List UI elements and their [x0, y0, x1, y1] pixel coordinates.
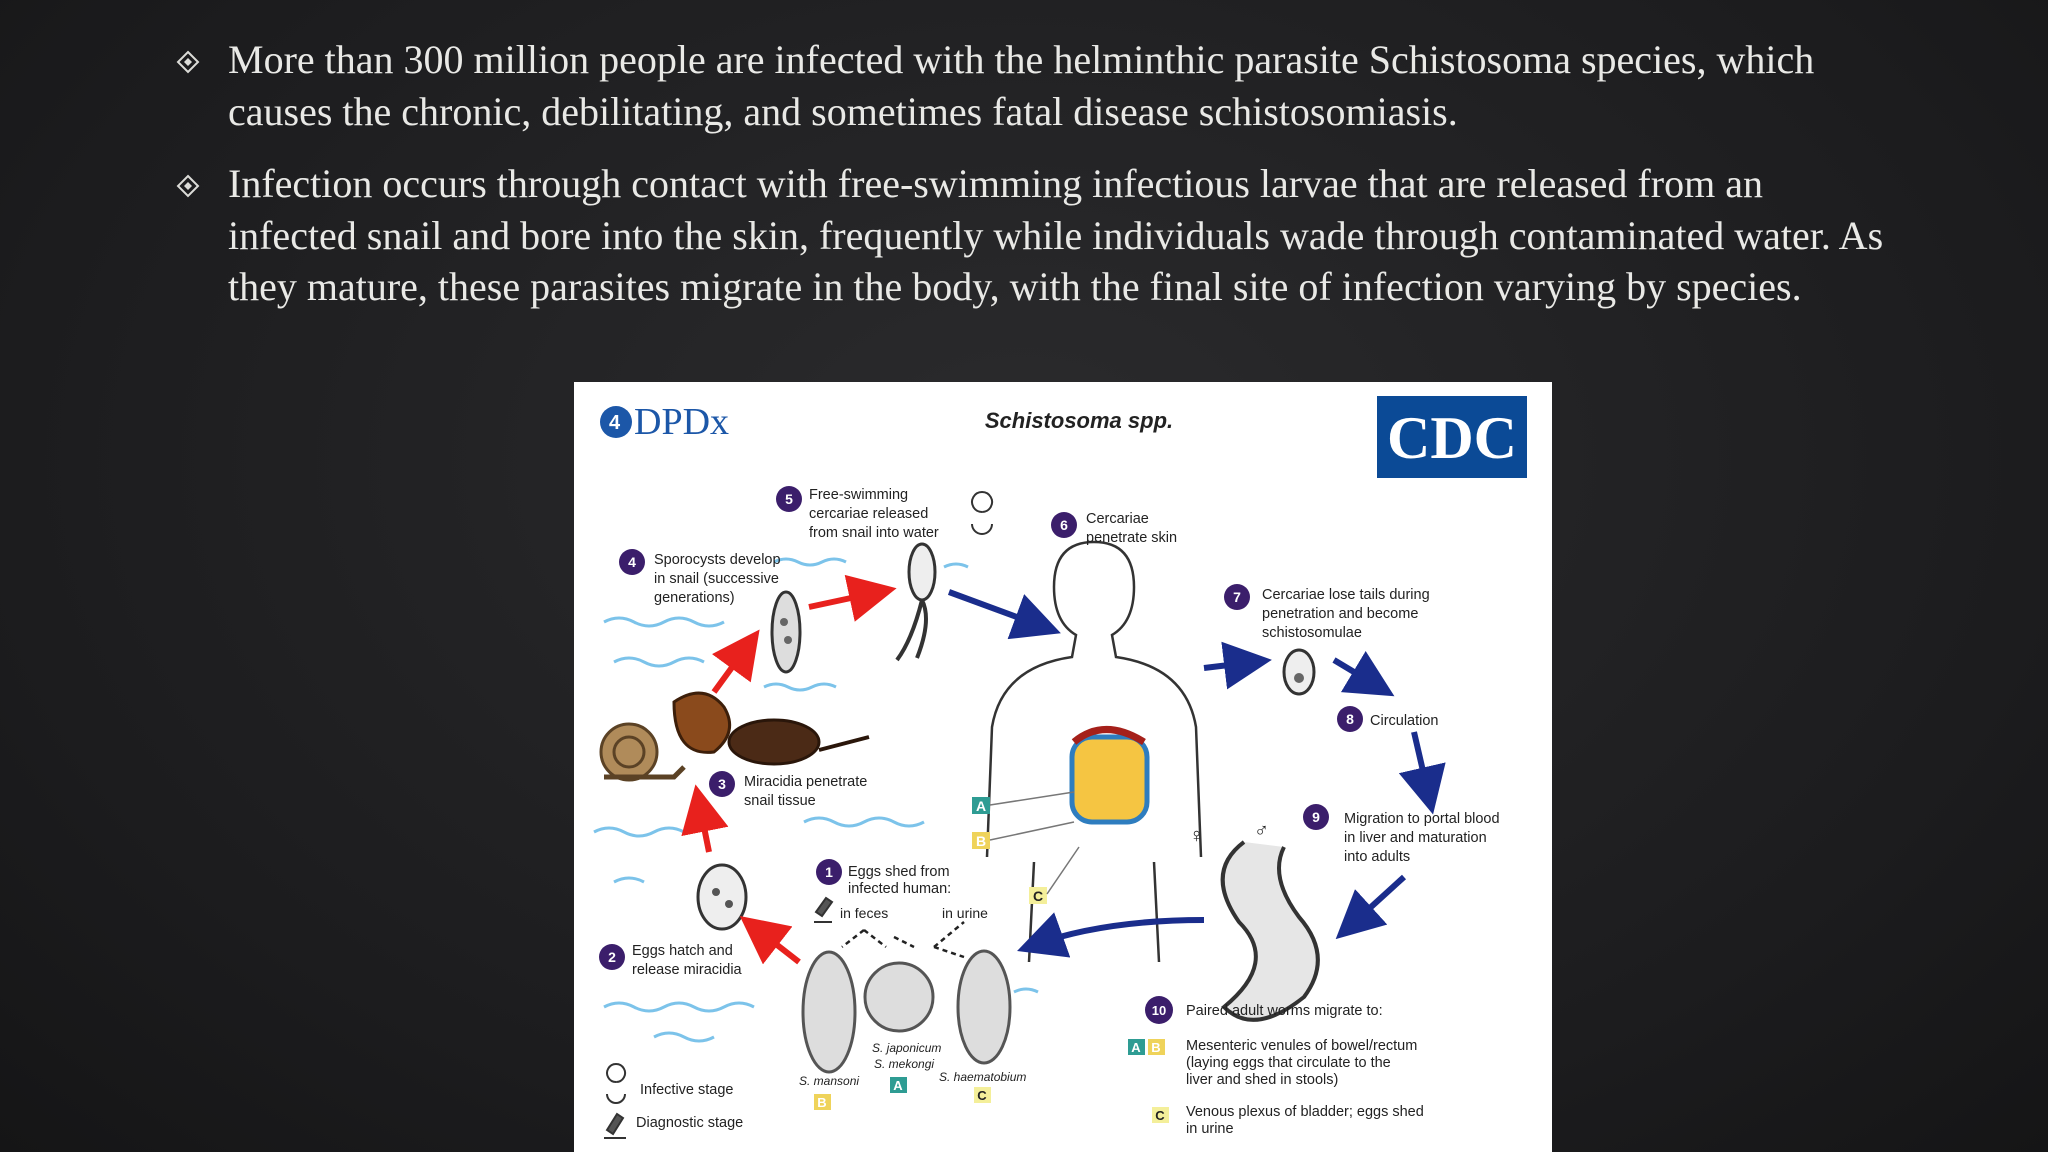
step-2-label: Eggs hatch and release miracidia: [632, 943, 743, 978]
badge-b: B: [976, 833, 986, 849]
step-7-number: 7: [1233, 589, 1241, 605]
ab-note: Mesenteric venules of bowel/rectum (layi…: [1186, 1038, 1421, 1088]
water-waves: [593, 557, 1059, 1043]
note-badge-c: C: [1155, 1108, 1165, 1123]
step-1: 1 Eggs shed from infected human: in fece…: [814, 859, 988, 923]
note-badge-b: B: [1151, 1040, 1160, 1055]
step-1-label: Eggs shed from infected human:: [848, 864, 954, 897]
cdc-logo-text: CDC: [1387, 405, 1517, 471]
red-arrows: [681, 574, 897, 965]
step-2: 2 Eggs hatch and release miracidia: [599, 943, 743, 978]
egg-label-mansoni: S. mansoni: [799, 1074, 859, 1088]
step-10: 10 Paired adult worms migrate to: A B Me…: [1128, 996, 1428, 1137]
egg-label-haematobium: S. haematobium: [939, 1070, 1026, 1084]
diamond-bullet-icon: [176, 174, 200, 198]
life-cycle-diagram: 4 DPDx Schistosoma spp. CDC: [574, 382, 1552, 1152]
step-9-label: Migration to portal blood in liver and m…: [1344, 811, 1504, 865]
bullet-item: More than 300 million people are infecte…: [176, 34, 1896, 137]
dpdx-logo-text: DPDx: [634, 401, 729, 443]
note-badge-a: A: [1131, 1040, 1141, 1055]
step-5-number: 5: [785, 491, 793, 507]
female-symbol: ♀: [1189, 825, 1204, 847]
step-9-number: 9: [1312, 809, 1320, 825]
biohazard-icon: [971, 491, 994, 535]
step-8-number: 8: [1346, 711, 1354, 727]
step-7-label: Cercariae lose tails during penetration …: [1262, 587, 1434, 641]
cercaria-illustration: [895, 542, 937, 662]
step-4-number: 4: [628, 554, 636, 570]
life-cycle-svg: 4 DPDx Schistosoma spp. CDC: [593, 396, 1527, 1139]
egg-badge-a: A: [893, 1078, 903, 1093]
egg-species-labels: S. mansoni S. japonicum S. mekongi S. ha…: [799, 1041, 1026, 1110]
adult-worm-pair-illustration: ♀ ♂: [1189, 820, 1320, 1022]
step-10-label: Paired adult worms migrate to:: [1186, 1003, 1383, 1019]
sporocyst-illustration: [770, 590, 802, 674]
badge-a: A: [976, 798, 986, 814]
male-symbol: ♂: [1254, 820, 1269, 842]
microscope-icon: [604, 1112, 626, 1139]
step-10-number: 10: [1152, 1003, 1166, 1018]
legend-diagnostic: Diagnostic stage: [636, 1115, 743, 1131]
human-figure-illustration: [985, 540, 1203, 963]
step-8-label: Circulation: [1370, 713, 1439, 729]
step-1-number: 1: [825, 864, 833, 880]
biohazard-icon: [606, 1063, 627, 1104]
site-badges: A B C: [972, 791, 1080, 904]
step-6-label: Cercariae penetrate skin: [1086, 511, 1177, 546]
legend-infective: Infective stage: [640, 1082, 734, 1098]
step-4-label: Sporocysts develop in snail (successive …: [654, 552, 785, 606]
bullet-list: More than 300 million people are infecte…: [176, 34, 1896, 334]
bullet-text: Infection occurs through contact with fr…: [228, 161, 1884, 309]
diamond-bullet-icon: [176, 50, 200, 74]
step-4: 4 Sporocysts develop in snail (successiv…: [619, 549, 785, 606]
dpdx-logo: 4 DPDx: [600, 401, 729, 443]
egg-badge-c: C: [977, 1088, 987, 1103]
bullet-text: More than 300 million people are infecte…: [228, 37, 1815, 134]
miracidium-illustration: [696, 863, 748, 931]
step-9: 9 Migration to portal blood in liver and…: [1303, 804, 1504, 865]
legend: Infective stage Diagnostic stage: [604, 1063, 743, 1139]
egg-label-japonicum: S. japonicum: [872, 1041, 941, 1055]
egg-badge-b: B: [817, 1095, 826, 1110]
step-8: 8 Circulation: [1337, 706, 1439, 732]
svg-text:4: 4: [609, 412, 621, 434]
egg-label-mekongi: S. mekongi: [874, 1057, 934, 1071]
step-3-number: 3: [718, 776, 726, 792]
blue-arrows: [947, 589, 1446, 958]
step-6-number: 6: [1060, 517, 1068, 533]
schistosomulum-illustration: [1282, 648, 1316, 696]
step-5-label: Free-swimming cercariae released from sn…: [809, 487, 939, 541]
in-urine-label: in urine: [942, 905, 988, 921]
egg-illustrations: [801, 921, 1012, 1074]
step-7: 7 Cercariae lose tails during penetratio…: [1224, 584, 1434, 641]
step-6: 6 Cercariae penetrate skin: [1051, 511, 1177, 546]
in-feces-label: in feces: [840, 905, 888, 921]
c-note: Venous plexus of bladder; eggs shed in u…: [1186, 1104, 1428, 1137]
step-3-label: Miracidia penetrate snail tissue: [744, 774, 871, 809]
snail-illustrations: [599, 691, 870, 782]
microscope-icon: [814, 896, 834, 923]
step-5: 5 Free-swimming cercariae released from …: [776, 486, 994, 541]
cdc-logo: CDC: [1377, 396, 1527, 478]
figure-title: Schistosoma spp.: [985, 408, 1173, 433]
bullet-item: Infection occurs through contact with fr…: [176, 158, 1896, 313]
step-2-number: 2: [608, 949, 616, 965]
badge-c: C: [1033, 888, 1043, 904]
step-3: 3 Miracidia penetrate snail tissue: [709, 771, 871, 809]
